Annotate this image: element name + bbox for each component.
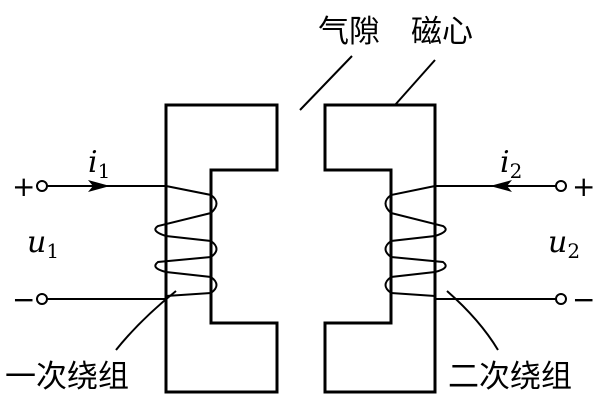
core-leader <box>394 59 436 106</box>
u1-base: u <box>27 225 46 260</box>
primary-plus-sign: + <box>12 170 35 203</box>
air-gap-leader <box>299 55 353 111</box>
i1-label: i1 <box>88 145 110 183</box>
secondary-winding-label: 二次绕组 <box>448 359 572 395</box>
i1-sub: 1 <box>98 159 111 183</box>
u2-sub: 2 <box>567 239 580 263</box>
primary-plus-terminal <box>36 180 48 192</box>
i1-base: i <box>88 145 98 180</box>
left-core-half <box>164 103 279 394</box>
primary-minus-terminal <box>36 293 48 305</box>
core-label: 磁心 <box>411 14 473 50</box>
u1-sub: 1 <box>46 239 59 263</box>
secondary-plus-terminal <box>555 180 567 192</box>
primary-coil <box>154 185 218 297</box>
secondary-minus-terminal <box>555 293 567 305</box>
u1-label: u1 <box>27 225 59 263</box>
secondary-coil <box>384 185 447 297</box>
i2-sub: 2 <box>510 159 523 183</box>
i2-arrow-icon <box>490 180 512 192</box>
u2-base: u <box>548 225 567 260</box>
air-gap-label: 气隙 <box>318 14 380 50</box>
i2-label: i2 <box>500 145 522 183</box>
u2-label: u2 <box>548 225 580 263</box>
secondary-winding-leader <box>446 290 499 351</box>
secondary-plus-sign: + <box>572 170 595 203</box>
i1-arrow-icon <box>88 180 110 192</box>
secondary-minus-sign: − <box>572 283 595 316</box>
primary-winding-label: 一次绕组 <box>5 359 129 395</box>
right-core-half <box>323 103 437 394</box>
primary-winding-leader <box>115 290 177 351</box>
primary-minus-sign: − <box>12 283 35 316</box>
i2-base: i <box>500 145 510 180</box>
